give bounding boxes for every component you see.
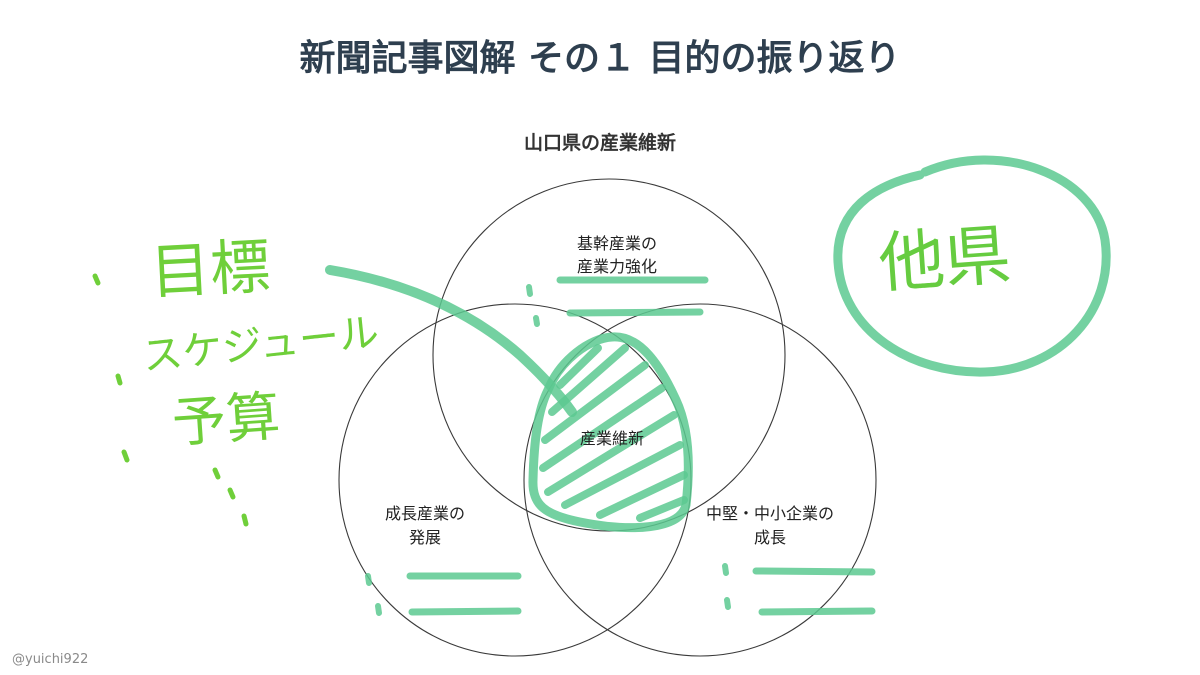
- left-label-underlines: [365, 572, 522, 616]
- other-prefecture-note: 他県: [833, 155, 1111, 377]
- top-circle-label-line1: 基幹産業の: [577, 234, 657, 253]
- slide-title: 新聞記事図解 その１ 目的の振り返り: [299, 38, 900, 79]
- top-label-underlines: [526, 276, 709, 327]
- handwritten-other-prefecture: 他県: [876, 216, 1013, 302]
- handwritten-schedule: スケジュール: [140, 310, 381, 381]
- right-label-underlines: [722, 563, 876, 616]
- connector-stroke-marker: [325, 265, 577, 417]
- author-credit: @yuichi922: [12, 652, 88, 667]
- handwritten-goals-note: 目標 スケジュール 予算: [92, 232, 381, 527]
- center-highlight-marker: [528, 332, 693, 533]
- left-circle-label-line1: 成長産業の: [385, 504, 465, 523]
- top-circle-label-line2: 産業力強化: [577, 257, 657, 276]
- handwritten-goal: 目標: [149, 232, 272, 308]
- right-circle-label-line2: 成長: [754, 528, 786, 547]
- venn-circle-right: [523, 303, 877, 657]
- venn-subtitle: 山口県の産業維新: [524, 131, 676, 154]
- center-label: 産業維新: [580, 429, 644, 448]
- handwritten-budget: 予算: [170, 385, 282, 455]
- right-circle-label-line1: 中堅・中小企業の: [706, 504, 834, 523]
- left-circle-label-line2: 発展: [409, 528, 441, 547]
